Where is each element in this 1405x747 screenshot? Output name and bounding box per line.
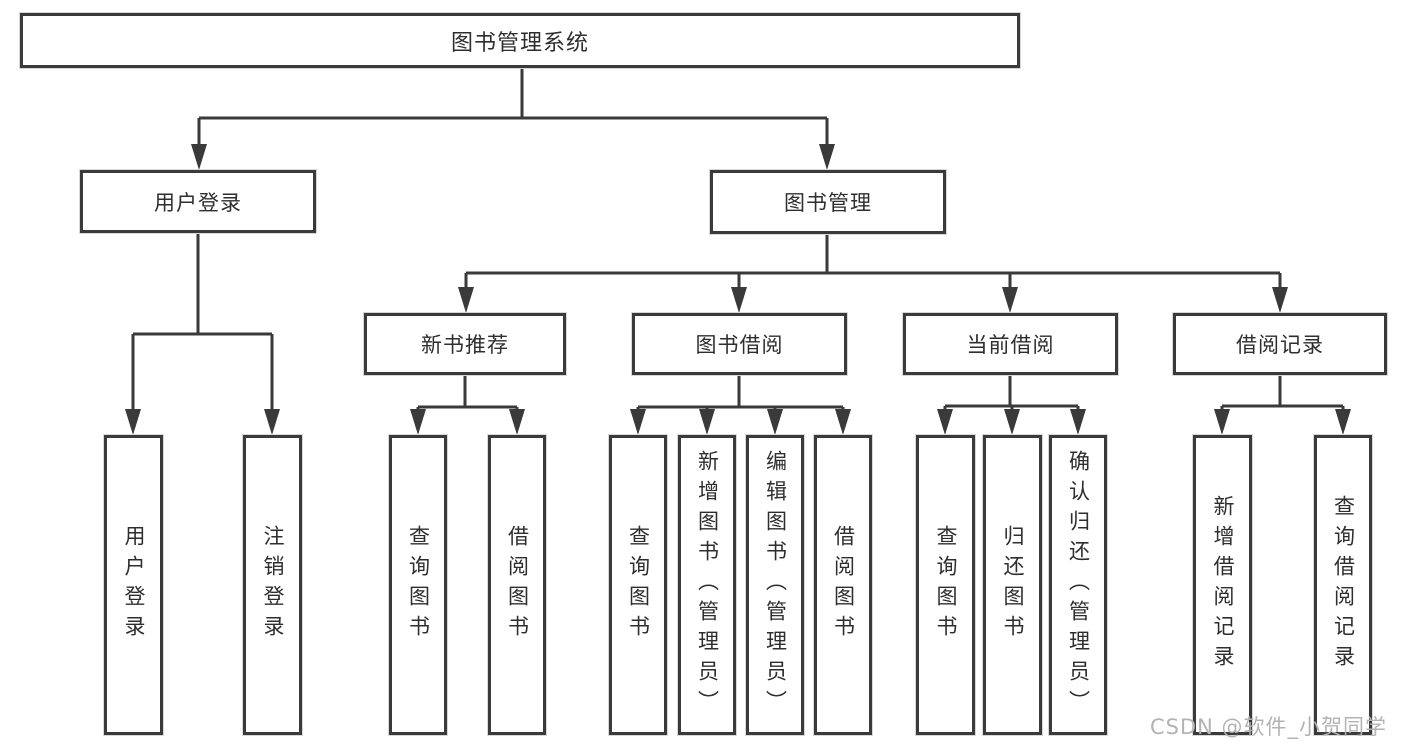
node-label: 归还图书	[1001, 525, 1025, 645]
node-user-login-module: 用户登录	[80, 170, 316, 233]
leaf-query-borrow-record: 查询借阅记录	[1314, 435, 1372, 735]
node-label: 注销登录	[261, 525, 285, 645]
node-label: 借阅图书	[831, 525, 856, 645]
leaf-confirm-return-admin: 确认归还（管理员）	[1049, 435, 1107, 735]
node-label: 新增图书（管理员）	[695, 450, 720, 720]
node-label: 查询图书	[406, 525, 431, 645]
node-label: 查询图书	[934, 525, 958, 645]
node-borrowing-records: 借阅记录	[1173, 313, 1387, 375]
leaf-borrow-books-recommend: 借阅图书	[488, 435, 546, 735]
node-label: 查询图书	[626, 525, 651, 645]
node-label: 查询借阅记录	[1331, 495, 1356, 675]
node-label: 当前借阅	[966, 333, 1055, 357]
node-label: 新书推荐	[421, 333, 509, 357]
leaf-query-books-recommend: 查询图书	[389, 435, 447, 735]
node-label: 图书管理系统	[450, 30, 589, 56]
leaf-add-books-admin: 新增图书（管理员）	[678, 435, 736, 735]
leaf-logout: 注销登录	[243, 435, 302, 735]
node-label: 确认归还（管理员）	[1066, 450, 1091, 720]
leaf-return-books: 归还图书	[983, 435, 1042, 735]
node-label: 用户登录	[154, 190, 242, 215]
node-label: 新增借阅记录	[1211, 495, 1235, 675]
node-label: 编辑图书（管理员）	[763, 450, 788, 720]
leaf-borrow-books: 借阅图书	[814, 435, 872, 735]
node-label: 用户登录	[122, 525, 146, 645]
leaf-user-login: 用户登录	[104, 435, 163, 735]
leaf-add-borrow-record: 新增借阅记录	[1193, 435, 1252, 735]
csdn-watermark: CSDN @软件_小贺同学	[1150, 715, 1388, 739]
node-library-management-system: 图书管理系统	[20, 13, 1020, 68]
leaf-query-books-current: 查询图书	[916, 435, 975, 735]
node-label: 图书借阅	[695, 333, 784, 357]
node-book-borrowing: 图书借阅	[632, 313, 847, 375]
node-new-book-recommendation: 新书推荐	[364, 313, 566, 375]
node-label: 图书管理	[784, 191, 872, 215]
node-label: 借阅记录	[1236, 333, 1324, 357]
leaf-edit-books-admin: 编辑图书（管理员）	[746, 435, 804, 735]
node-book-management-module: 图书管理	[710, 170, 946, 234]
node-current-borrowing: 当前借阅	[903, 313, 1118, 375]
leaf-query-books-borrow: 查询图书	[609, 435, 667, 735]
node-label: 借阅图书	[505, 525, 530, 645]
